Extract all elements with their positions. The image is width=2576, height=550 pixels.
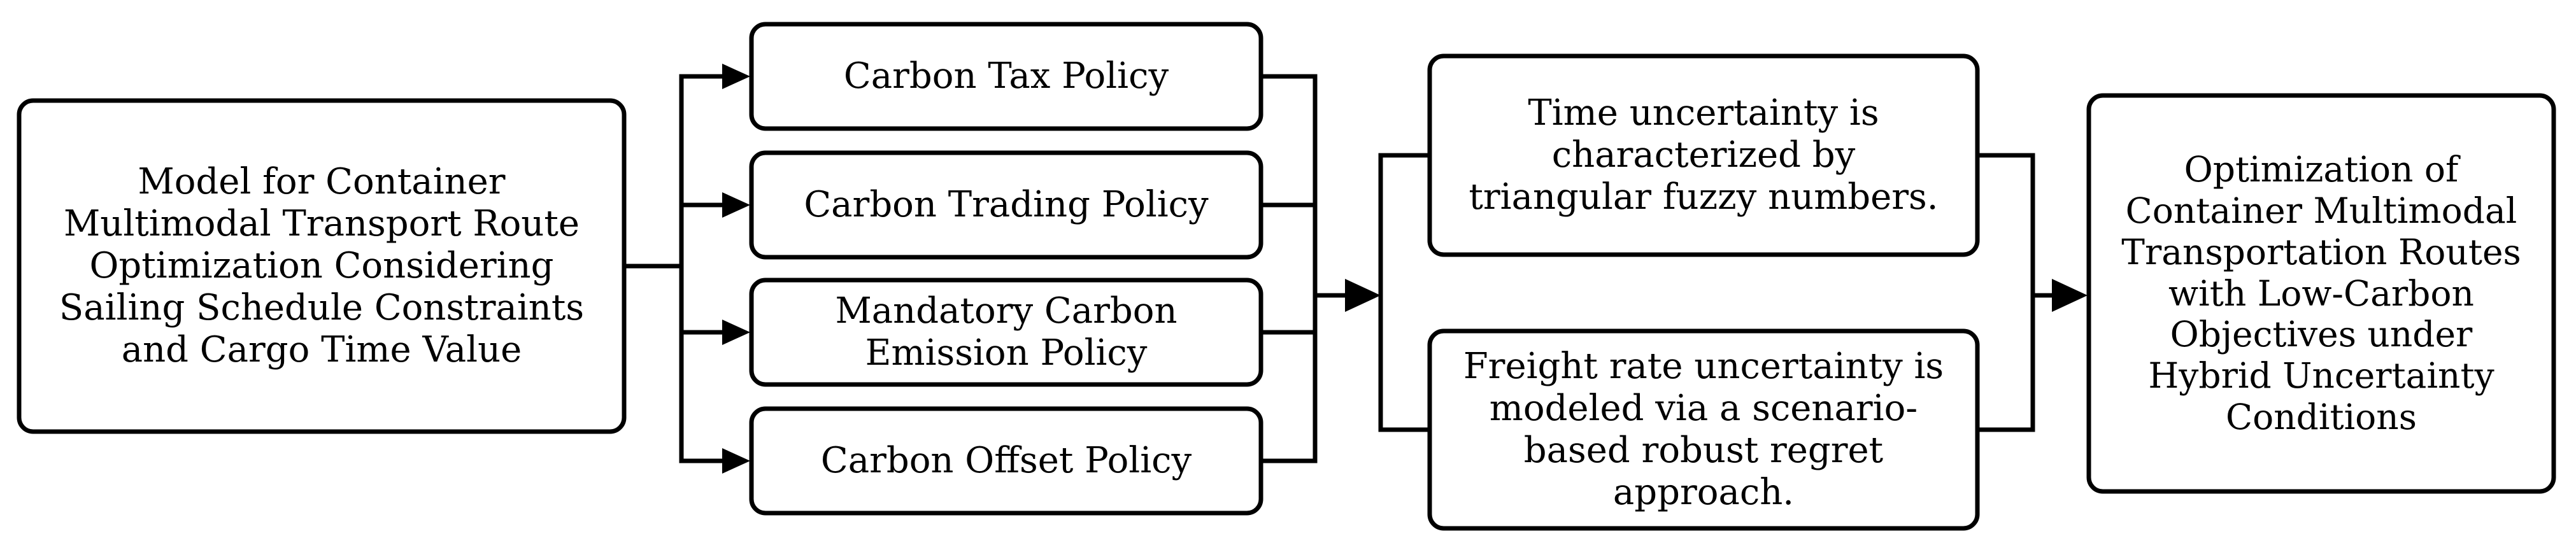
policy-offset-text: Carbon Offset Policy (820, 439, 1192, 481)
policy-tax-label: Carbon Tax Policy (751, 24, 1261, 129)
policy-trading-label: Carbon Trading Policy (751, 153, 1261, 257)
policy-mandatory-text: Mandatory Carbon Emission Policy (835, 290, 1178, 374)
uncertainty-time-label: Time uncertainty is characterized by tri… (1430, 56, 1977, 255)
arrow-to-tax (722, 64, 750, 89)
arrow-to-uncertainty (1345, 279, 1381, 312)
result-text: Optimization of Container Multimodal Tra… (2121, 148, 2521, 438)
policy-offset-label: Carbon Offset Policy (751, 409, 1261, 513)
source-text: Model for Container Multimodal Transport… (59, 160, 585, 371)
uncertainty-freight-label: Freight rate uncertainty is modeled via … (1430, 331, 1977, 528)
policy-trading-text: Carbon Trading Policy (804, 183, 1209, 225)
uncertainty-freight-text: Freight rate uncertainty is modeled via … (1463, 345, 1944, 514)
arrow-to-trading (722, 192, 750, 218)
policy-tax-text: Carbon Tax Policy (843, 55, 1169, 97)
arrow-to-result (2052, 279, 2088, 312)
result-box (2086, 93, 2556, 494)
uncertainty-time-text: Time uncertainty is characterized by tri… (1469, 92, 1939, 218)
policy-mandatory-label: Mandatory Carbon Emission Policy (751, 280, 1261, 384)
arrow-to-offset (722, 448, 750, 474)
arrow-to-mandatory (722, 320, 750, 345)
source-label: Model for Container Multimodal Transport… (19, 101, 624, 432)
result-label: Optimization of Container Multimodal Tra… (2089, 95, 2554, 491)
